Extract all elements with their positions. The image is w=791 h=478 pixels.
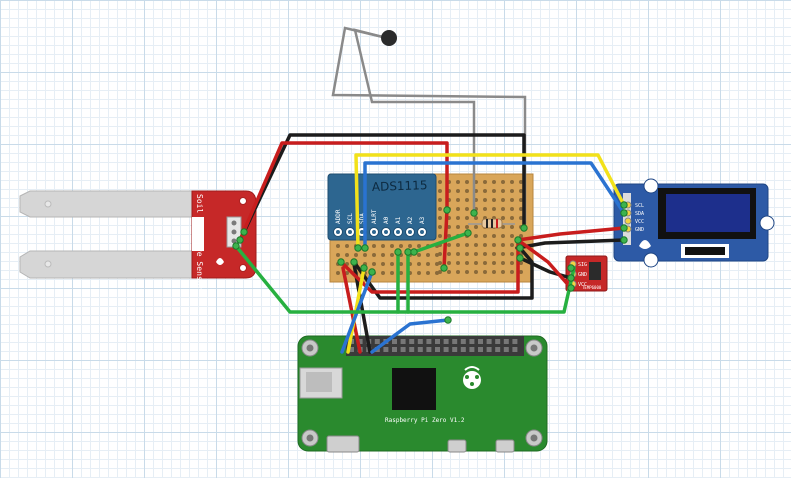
gpio-pin[interactable] xyxy=(478,347,483,352)
gpio-pin[interactable] xyxy=(460,347,466,352)
gpio-pin[interactable] xyxy=(503,339,509,344)
oled-pin-label: SDA xyxy=(635,211,644,217)
oled-pin-label: VCC xyxy=(635,219,644,225)
adc-pin-label: ALRT xyxy=(371,209,378,224)
gpio-pin[interactable] xyxy=(469,339,475,344)
gpio-pin[interactable] xyxy=(417,339,423,344)
temp-pin-label: GND xyxy=(578,272,587,278)
temp-pin-label: SIG xyxy=(578,262,587,268)
gpio-pin[interactable] xyxy=(512,339,518,344)
adc-pin-label: A1 xyxy=(395,216,402,224)
gpio-pin[interactable] xyxy=(469,347,475,352)
gpio-pin[interactable] xyxy=(478,339,483,344)
gpio-pin[interactable] xyxy=(426,339,432,344)
pi-label: Raspberry Pi Zero V1.2 xyxy=(385,417,465,424)
oled-pin-label: SCL xyxy=(635,203,644,209)
adc-pin-label: A0 xyxy=(383,216,390,224)
gpio-pin[interactable] xyxy=(443,347,449,352)
gpio-pin[interactable] xyxy=(392,339,397,344)
power-port xyxy=(495,439,515,453)
gpio-pin[interactable] xyxy=(392,347,397,352)
gpio-pin[interactable] xyxy=(374,339,380,344)
gpio-pin[interactable] xyxy=(349,347,354,352)
usb-port xyxy=(447,439,467,453)
ads1115-module[interactable]: ADS1115 ADDR SCL SDA ALRT A0 A1 A2 A3 xyxy=(327,173,437,241)
gpio-pin[interactable] xyxy=(443,339,449,344)
mini-hdmi-port xyxy=(326,435,360,453)
gpio-pin[interactable] xyxy=(426,347,432,352)
adc-pin-label: ADDR xyxy=(335,209,342,224)
gpio-pin[interactable] xyxy=(495,347,501,352)
gpio-pin[interactable] xyxy=(400,347,406,352)
oled-display[interactable]: SCL SDA VCC GND xyxy=(613,178,775,268)
grove-logo-icon xyxy=(639,240,651,249)
ads1115-label: ADS1115 xyxy=(372,178,428,194)
adc-pin-label: SDA xyxy=(359,213,366,224)
gpio-pin[interactable] xyxy=(486,339,492,344)
adc-pin-label: A3 xyxy=(419,216,426,224)
gpio-pin[interactable] xyxy=(460,339,466,344)
raspberry-logo-icon xyxy=(463,366,481,389)
oled-pin-label: GND xyxy=(635,227,644,233)
gpio-pin[interactable] xyxy=(503,347,509,352)
gpio-pin[interactable] xyxy=(435,339,440,344)
gpio-pin[interactable] xyxy=(452,339,458,344)
cpu-chip xyxy=(392,368,436,410)
gpio-pin[interactable] xyxy=(452,347,458,352)
temp-pin-label: VCC xyxy=(578,282,587,288)
oled-pin[interactable] xyxy=(624,217,632,225)
adc-pin-label: SCL xyxy=(347,213,354,224)
gpio-pin[interactable] xyxy=(495,339,501,344)
soil-moisture-sensor[interactable]: Soil Moisture Sensor xyxy=(19,190,257,291)
gpio-pin[interactable] xyxy=(409,347,415,352)
raspberry-pi-zero[interactable]: Raspberry Pi Zero V1.2 xyxy=(297,335,548,453)
wire-endpoints xyxy=(232,201,628,324)
temp-sensor-label: TEMP6000 xyxy=(582,285,602,290)
gpio-pin[interactable] xyxy=(383,347,389,352)
gpio-pin[interactable] xyxy=(417,347,423,352)
gpio-pin[interactable] xyxy=(400,339,406,344)
gpio-pin[interactable] xyxy=(486,347,492,352)
soil-sensor-label: Soil Moisture Sensor xyxy=(195,194,204,291)
gpio-pin[interactable] xyxy=(512,347,518,352)
resistor xyxy=(468,218,515,229)
gpio-pin[interactable] xyxy=(435,347,440,352)
adc-pin-label: A2 xyxy=(407,216,414,224)
gpio-pin[interactable] xyxy=(357,339,363,344)
gpio-pin[interactable] xyxy=(409,339,415,344)
flame-logo-icon xyxy=(216,258,224,265)
